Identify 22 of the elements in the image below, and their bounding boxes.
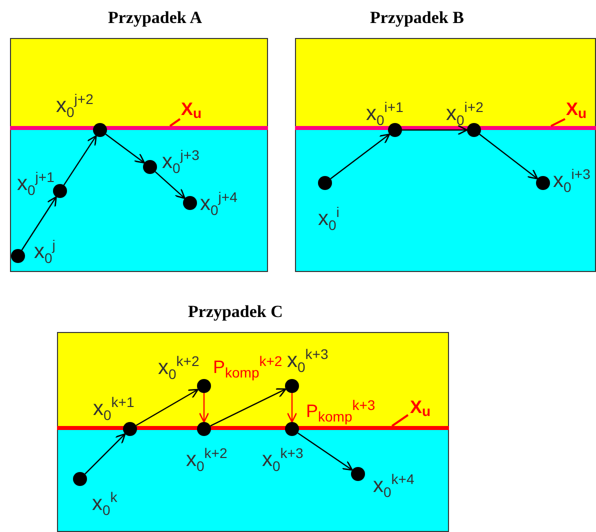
leader-line: [169, 118, 181, 127]
panel-title: Przypadek B: [370, 8, 464, 28]
panel-title: Przypadek A: [108, 8, 202, 28]
arrow: [136, 388, 199, 426]
arrow: [198, 393, 210, 423]
arrow: [21, 196, 57, 250]
arrow: [402, 124, 468, 136]
arrow: [154, 171, 186, 199]
panel-title: Przypadek C: [188, 302, 283, 322]
boundary-label: X$_{u}$: [566, 100, 587, 120]
leader-line: [550, 118, 566, 127]
arrow: [479, 134, 538, 180]
arrow: [210, 388, 286, 426]
arrow: [84, 433, 126, 474]
arrow: [105, 134, 146, 164]
boundary-label: X$_{u}$: [181, 100, 202, 120]
arrow: [63, 135, 97, 186]
boundary-label: X$_{u}$: [410, 398, 431, 418]
arrow: [286, 393, 298, 423]
leader-line: [391, 414, 409, 427]
arrow: [330, 134, 390, 180]
arrow: [297, 432, 353, 471]
